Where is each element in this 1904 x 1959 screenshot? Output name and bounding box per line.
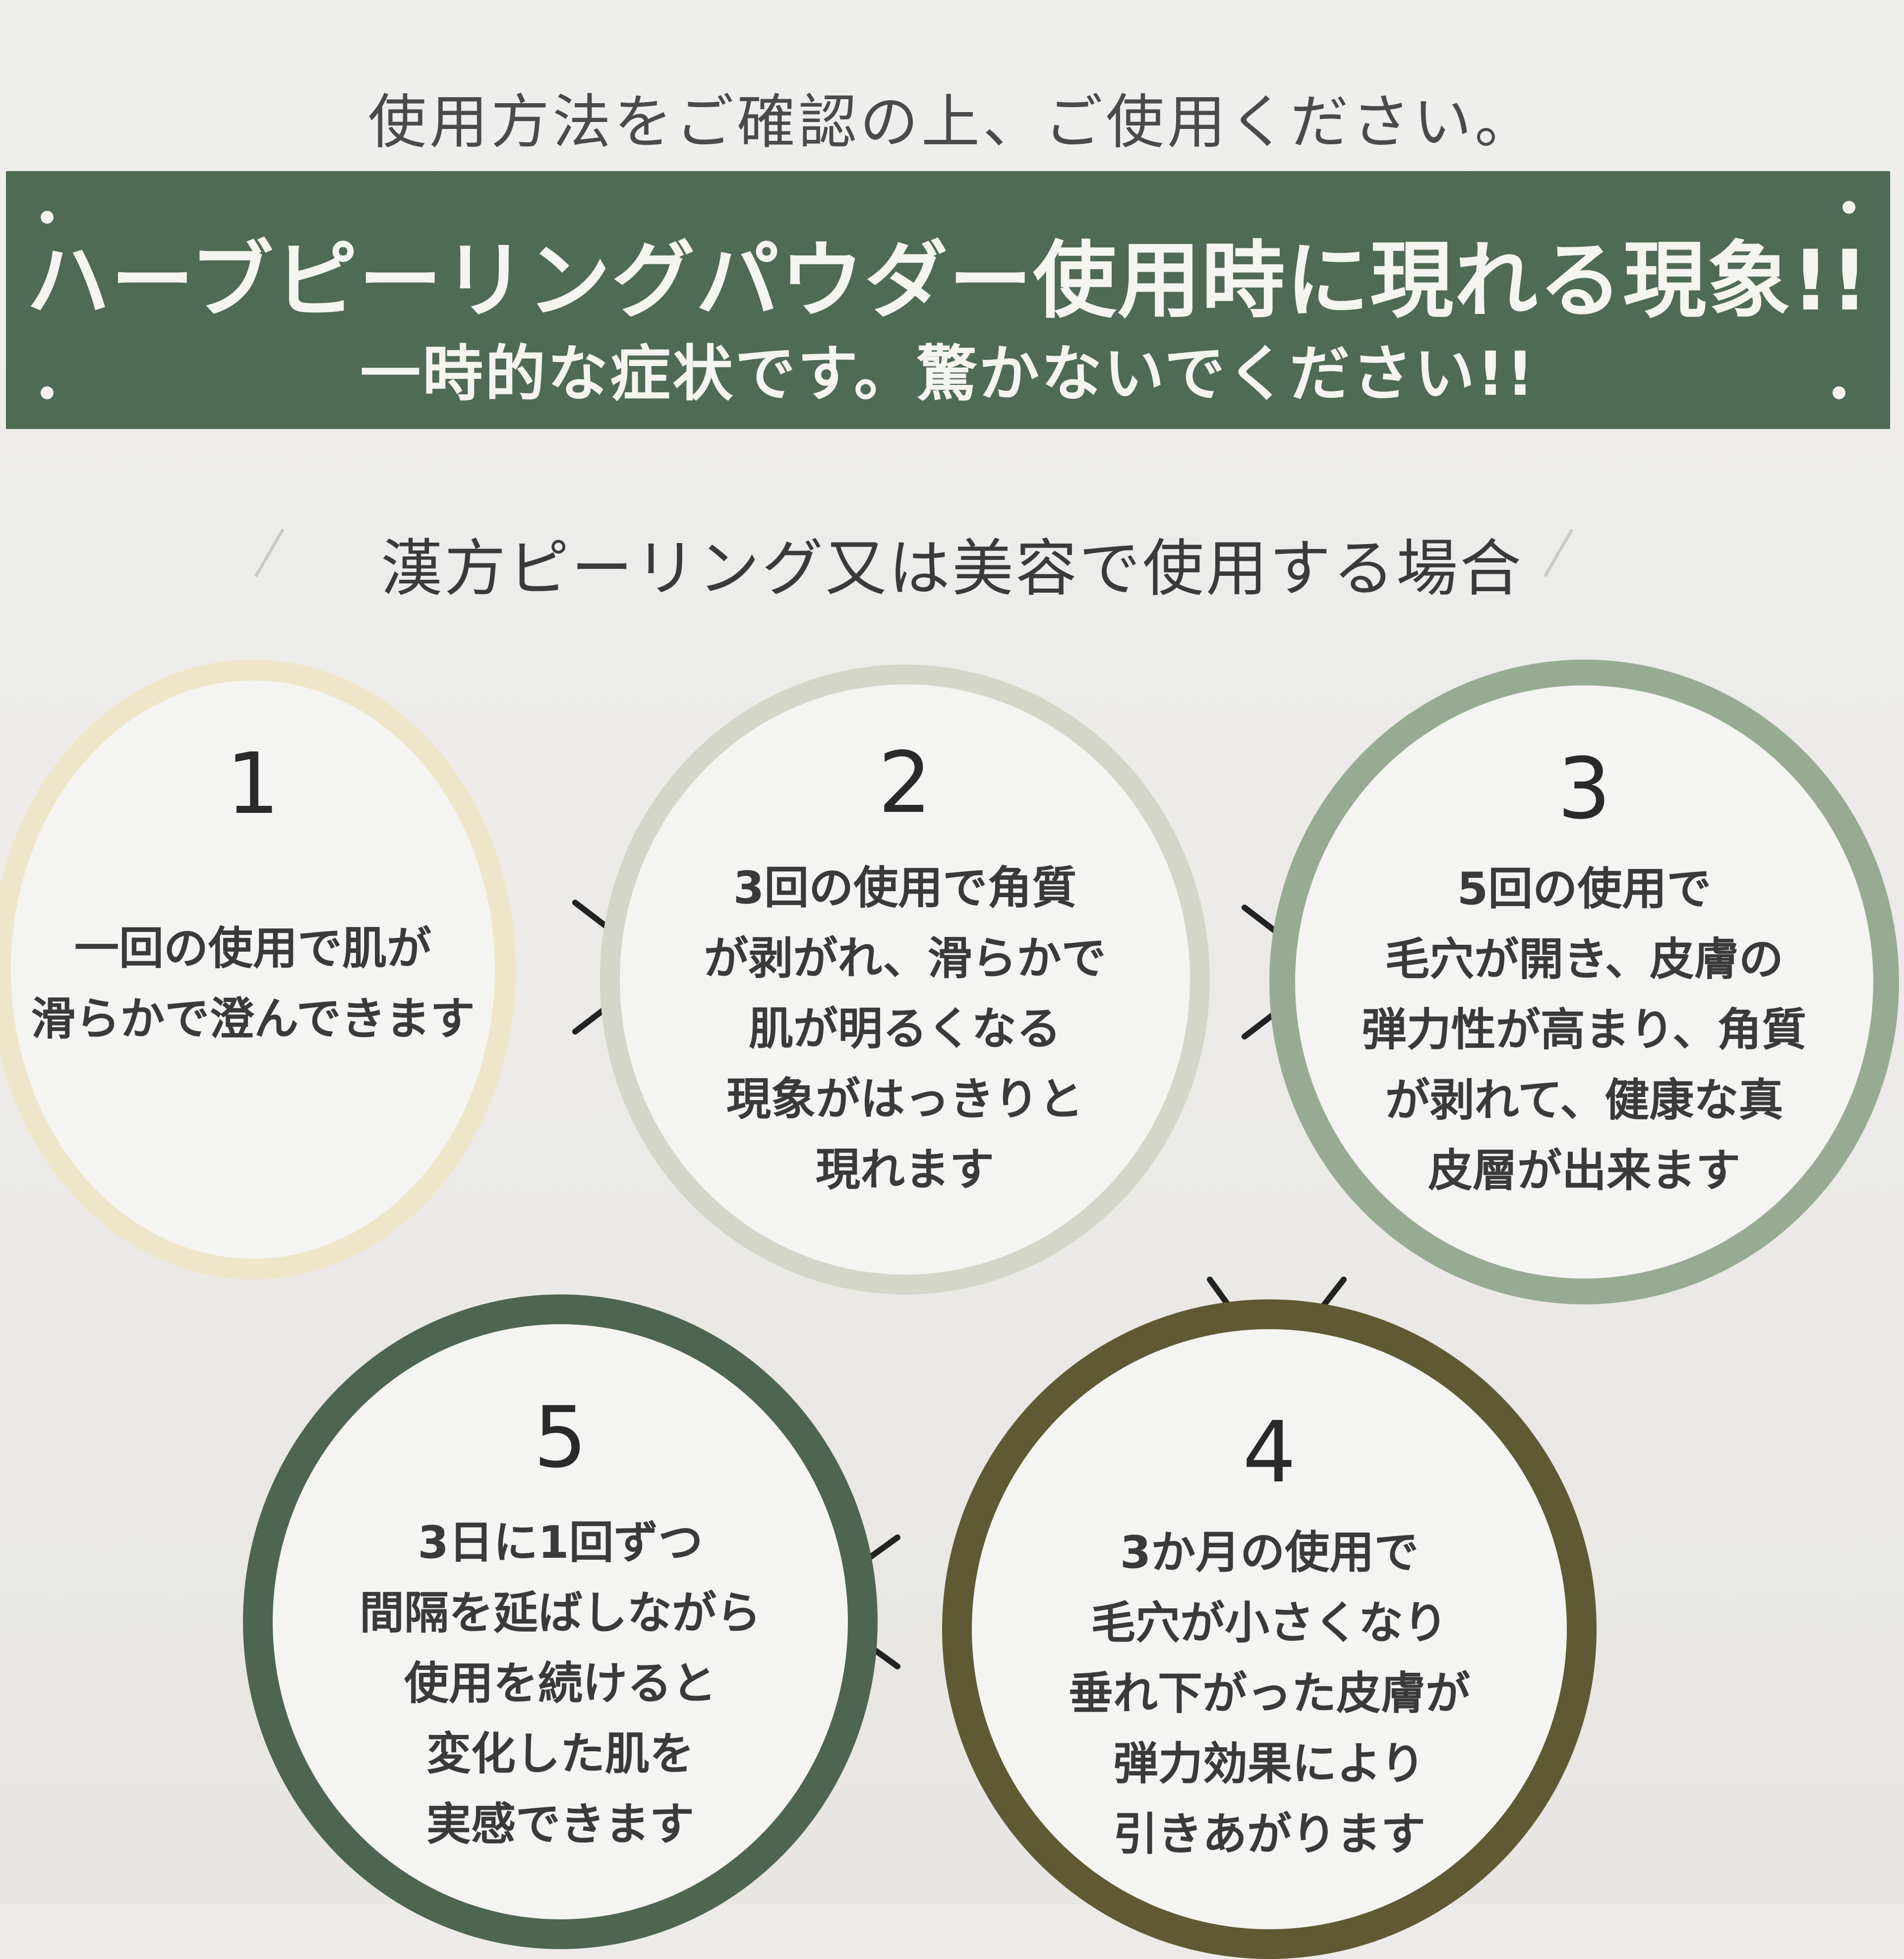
- step-circle-5: 5 3日に1回ずつ 間隔を延ばしながら 使用を続けると 変化した肌を 実感できま…: [243, 1294, 878, 1949]
- banner-corner-dot-icon: [41, 211, 54, 224]
- step-circle-1: 1 一回の使用で肌が 滑らかで澄んできます: [0, 660, 516, 1280]
- step-description: 3回の使用で角質 が剥がれ、滑らかで 肌が明るくなる 現象がはっきりと 現れます: [704, 862, 1106, 1196]
- step-number: 2: [878, 734, 932, 832]
- warning-banner: ハーブピーリングパウダー使用時に現れる現象!! 一時的な症状です。驚かないでくだ…: [6, 171, 1890, 429]
- step-description: 一回の使用で肌が 滑らかで澄んできます: [31, 922, 475, 1045]
- banner-corner-dot-icon: [1833, 386, 1845, 399]
- step-circle-4: 4 3か月の使用で 毛穴が小さくなり 垂れ下がった皮膚が 弾力効果により 引きあ…: [942, 1299, 1597, 1959]
- step-circle-3: 3 5回の使用で 毛穴が開き、皮膚の 弾力性が高まり、角質 が剥れて、健康な真 …: [1269, 660, 1899, 1304]
- step-description: 5回の使用で 毛穴が開き、皮膚の 弾力性が高まり、角質 が剥れて、健康な真 皮層…: [1362, 863, 1807, 1197]
- banner-corner-dot-icon: [1843, 201, 1855, 214]
- step-description: 3日に1回ずつ 間隔を延ばしながら 使用を続けると 変化した肌を 実感できます: [359, 1517, 761, 1850]
- step-circle-2: 2 3回の使用で角質 が剥がれ、滑らかで 肌が明るくなる 現象がはっきりと 現れ…: [600, 665, 1210, 1294]
- step-number: 4: [1242, 1404, 1297, 1502]
- section-heading: 漢方ピーリング又は美容で使用する場合: [380, 533, 1523, 605]
- banner-corner-dot-icon: [41, 386, 54, 399]
- step-number: 1: [226, 735, 280, 833]
- banner-title: ハーブピーリングパウダー使用時に現れる現象!!: [26, 232, 1870, 329]
- step-description: 3か月の使用で 毛穴が小さくなり 垂れ下がった皮膚が 弾力効果により 引きあがり…: [1069, 1527, 1470, 1860]
- step-number: 3: [1557, 740, 1611, 838]
- usage-note: 使用方法をご確認の上、ご使用ください。: [367, 88, 1536, 156]
- banner-subtitle: 一時的な症状です。驚かないでください!!: [360, 339, 1536, 409]
- step-number: 5: [533, 1389, 588, 1487]
